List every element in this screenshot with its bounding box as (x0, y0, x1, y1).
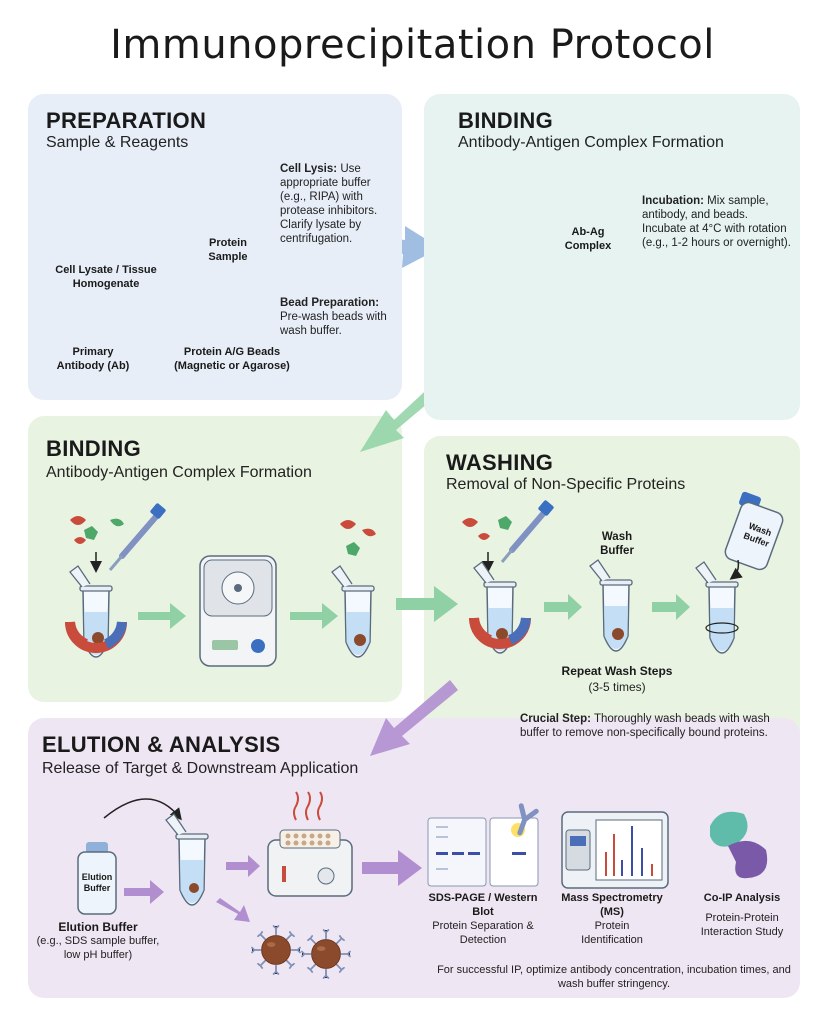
mass-spec-label: Mass Spectrometry (MS) (561, 892, 663, 918)
coip-icon (710, 811, 768, 879)
sds-page-label: SDS-PAGE / Western Blot (428, 892, 538, 918)
elution-bottle-label: Elution Buffer (81, 872, 113, 894)
binding-mid-title: BINDING (46, 436, 141, 461)
binding-top-subtitle: Antibody-Antigen Complex Formation (458, 134, 724, 151)
primary-antibody-label: Primary Antibody (Ab) (56, 346, 130, 372)
preparation-subtitle: Sample & Reagents (46, 134, 189, 151)
cell-lysis-note: Cell Lysis: Use appropriate buffer (e.g.… (280, 163, 378, 246)
bead-prep-note: Bead Preparation: Pre-wash beads with wa… (280, 297, 387, 338)
crucial-step-note: Crucial Step: Thoroughly wash beads with… (520, 713, 770, 740)
elution-buffer-label: Elution Buffer (58, 920, 138, 934)
protein-sample-label: Protein Sample (208, 237, 248, 263)
cell-lysate-label: Cell Lysate / Tissue Homogenate (55, 264, 157, 290)
page-title: Immunoprecipitation Protocol (110, 22, 715, 68)
mass-spec-detail: Protein Identification (581, 920, 643, 946)
repeat-label: Repeat Wash Steps (561, 664, 673, 678)
incubation-note: Incubation: Mix sample, antibody, and be… (642, 195, 791, 250)
elution-title: ELUTION & ANALYSIS (42, 732, 281, 757)
coip-detail: Protein-Protein Interaction Study (700, 912, 784, 938)
elution-subtitle: Release of Target & Downstream Applicati… (42, 760, 359, 777)
beads-label: Protein A/G Beads (Magnetic or Agarose) (174, 346, 290, 372)
heat-block-icon (267, 791, 353, 897)
binding-panel-top: BINDING Antibody-Antigen Complex Formati… (424, 94, 800, 420)
binding-top-title: BINDING (458, 108, 553, 133)
preparation-title: PREPARATION (46, 108, 207, 133)
complex-label: Ab-Ag Complex (564, 226, 612, 252)
washing-subtitle: Removal of Non-Specific Proteins (446, 476, 686, 493)
pipette-icon (108, 503, 166, 571)
antigen-mix (70, 516, 124, 544)
footer-note: For successful IP, optimize antibody con… (437, 964, 791, 990)
sds-page-detail: Protein Separation & Detection (432, 920, 534, 946)
centrifuge-icon (199, 555, 277, 667)
washing-title: WASHING (446, 450, 554, 475)
preparation-panel: PREPARATION Sample & Reagents (28, 94, 402, 400)
bottle-icon (77, 842, 117, 915)
bottle-icon (724, 491, 784, 571)
repeat-count: (3-5 times) (588, 680, 646, 694)
binding-mid-subtitle: Antibody-Antigen Complex Formation (46, 464, 312, 481)
coip-label: Co-IP Analysis (703, 892, 781, 904)
wash-buffer-label: Wash Buffer (600, 531, 634, 558)
gel-icon (427, 806, 538, 887)
elution-buffer-detail: (e.g., SDS sample buffer, low pH buffer) (36, 935, 160, 961)
mass-spec-icon (561, 811, 669, 889)
